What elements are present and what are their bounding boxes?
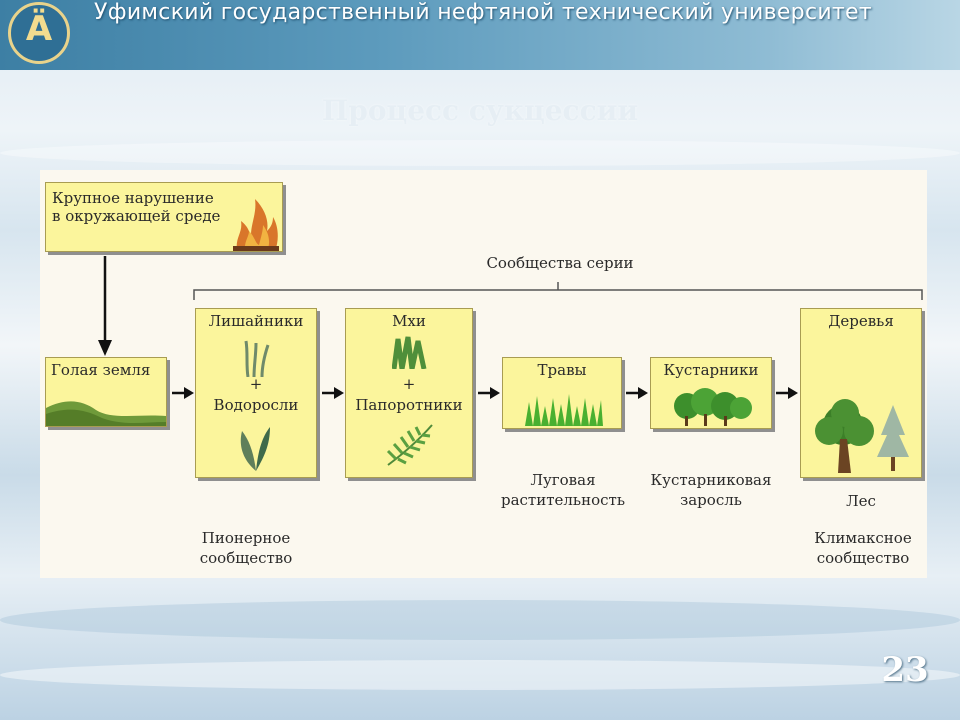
- trees-label: Деревья: [801, 312, 921, 330]
- lichens-label: Лишайники: [196, 312, 316, 330]
- series-label: Сообщества серии: [440, 254, 680, 272]
- grasses-box: Травы: [502, 357, 622, 429]
- page-number: 23: [870, 650, 940, 690]
- algae-label: Водоросли: [196, 396, 316, 414]
- lichens-algae-box: Лишайники + Водоросли: [195, 308, 317, 478]
- lichen-icon: [242, 337, 272, 377]
- plus-sign: +: [196, 375, 316, 393]
- tree-icon: [807, 395, 919, 475]
- ferns-label: Папоротники: [346, 396, 472, 414]
- slide-title: Процесс сукцессии: [0, 94, 960, 127]
- meadow-label: Луговая растительность: [470, 470, 656, 510]
- shrub-thicket-label: Кустарниковая заросль: [636, 470, 786, 510]
- shrubs-box: Кустарники: [650, 357, 772, 429]
- arrow-right-icon: [478, 386, 500, 400]
- university-logo-icon: Ä: [8, 2, 70, 64]
- shrubs-label: Кустарники: [651, 361, 771, 379]
- down-arrow-icon: [98, 256, 112, 356]
- pioneer-community-label: Пионерное сообщество: [180, 528, 312, 568]
- succession-diagram: Крупное нарушение в окружающей среде Соо…: [40, 170, 927, 578]
- disturbance-box: Крупное нарушение в окружающей среде: [45, 182, 283, 252]
- university-name: Уфимский государственный нефтяной технич…: [94, 0, 954, 25]
- fern-icon: [384, 423, 436, 467]
- mosses-label: Мхи: [346, 312, 472, 330]
- arrow-right-icon: [172, 386, 194, 400]
- disturbance-label: Крупное нарушение в окружающей среде: [52, 189, 222, 225]
- plus-sign: +: [346, 375, 472, 393]
- mosses-ferns-box: Мхи + Папоротники: [345, 308, 473, 478]
- fire-icon: [231, 193, 281, 251]
- grasses-label: Травы: [503, 361, 621, 379]
- series-bracket: [192, 276, 924, 302]
- moss-icon: [392, 335, 428, 369]
- arrow-right-icon: [776, 386, 798, 400]
- forest-label: Лес: [800, 492, 922, 510]
- arrow-right-icon: [322, 386, 344, 400]
- algae-icon: [236, 421, 276, 471]
- header-bar: Ä Уфимский государственный нефтяной техн…: [0, 0, 960, 70]
- grass-icon: [523, 392, 603, 426]
- bare-ground-label: Голая земля: [51, 361, 150, 379]
- ground-icon: [46, 392, 166, 426]
- arrow-right-icon: [626, 386, 648, 400]
- trees-box: Деревья: [800, 308, 922, 478]
- shrub-icon: [671, 384, 753, 428]
- bare-ground-box: Голая земля: [45, 357, 167, 427]
- climax-community-label: Климаксное сообщество: [800, 528, 926, 568]
